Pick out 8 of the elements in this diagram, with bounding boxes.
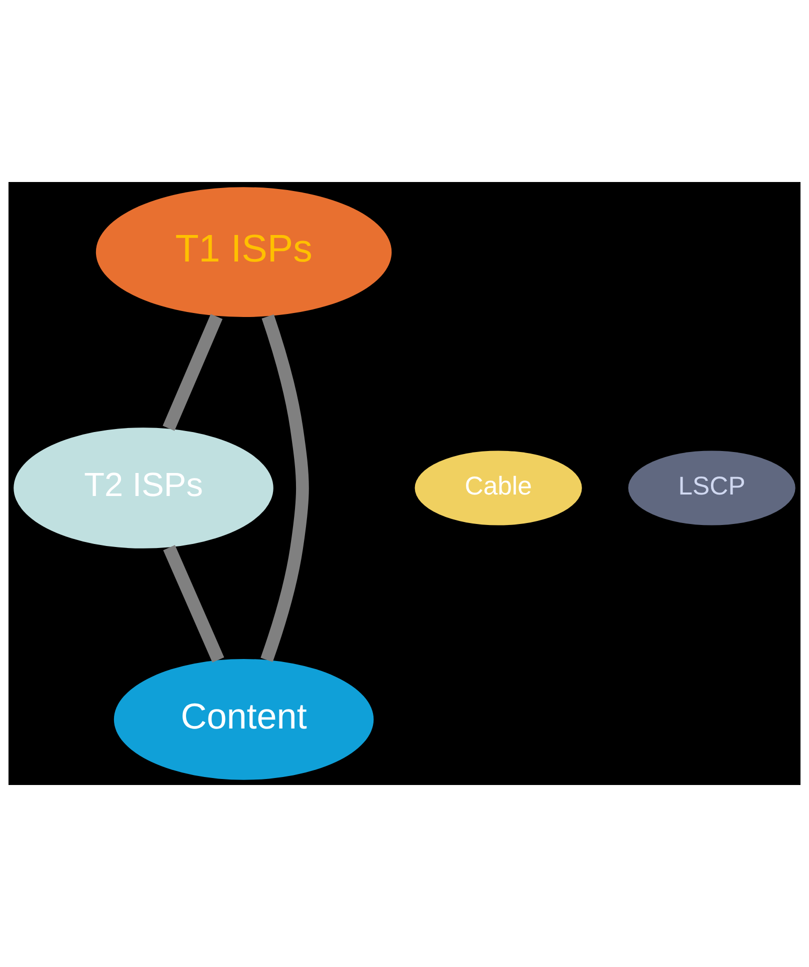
node-ellipse: T2 ISPs: [14, 428, 274, 548]
node-ellipse: LSCP: [628, 450, 796, 526]
node-ellipse: T1 ISPs: [96, 187, 392, 317]
node-ellipse: Content: [114, 659, 374, 780]
connector: [163, 545, 224, 662]
connector: [260, 314, 309, 662]
connector: [162, 314, 223, 431]
node-ellipse: Cable: [414, 450, 582, 526]
